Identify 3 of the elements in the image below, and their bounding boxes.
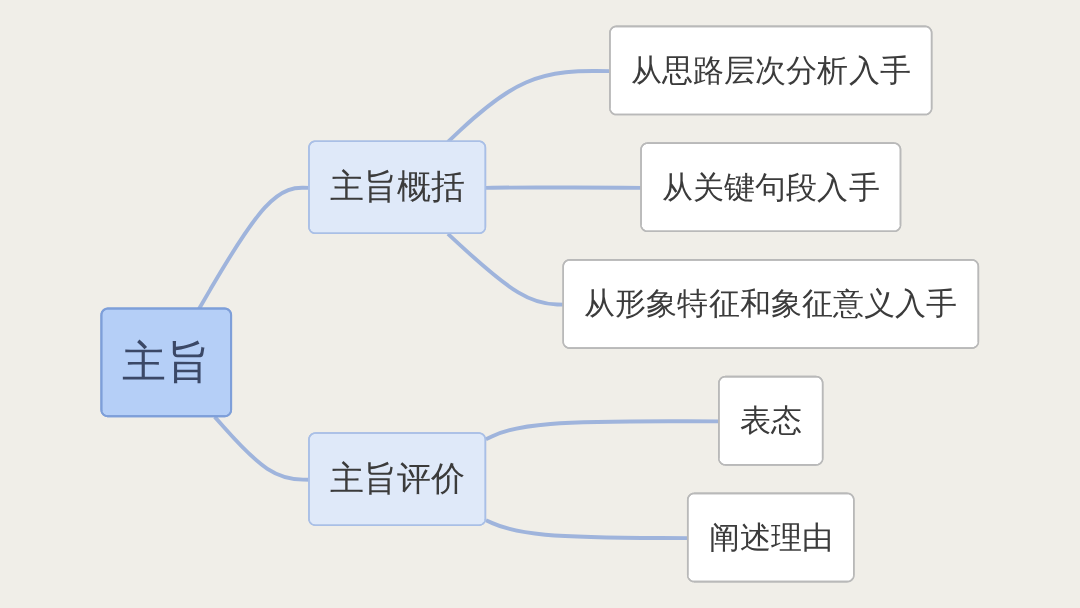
connector — [213, 415, 310, 482]
connector — [486, 185, 642, 190]
connector — [485, 419, 720, 442]
